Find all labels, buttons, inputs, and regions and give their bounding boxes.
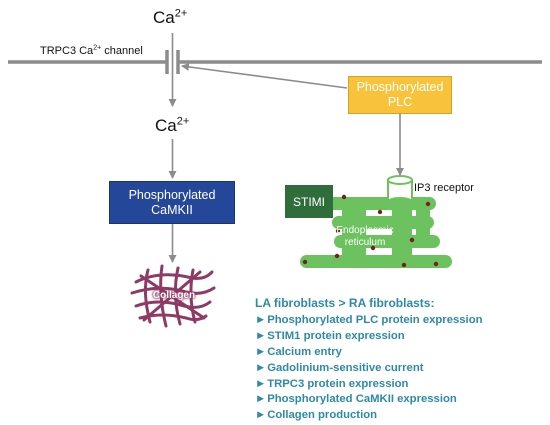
bullet-arrow-icon: ► bbox=[255, 393, 267, 406]
findings-panel: LA fibroblasts > RA fibroblasts: ►Phosph… bbox=[255, 296, 547, 424]
finding-text: TRPC3 protein expression bbox=[267, 377, 409, 390]
bullet-arrow-icon: ► bbox=[255, 377, 267, 390]
er-label-line-2: reticulum bbox=[344, 237, 386, 248]
calcium-intracellular-label: Ca2+ bbox=[155, 116, 189, 136]
phosphorylated-camkii-box: Phosphorylated CaMKII bbox=[109, 181, 235, 224]
camkii-box-text: Phosphorylated CaMKII bbox=[129, 188, 216, 218]
finding-item: ►Collagen production bbox=[255, 408, 547, 424]
finding-item: ►TRPC3 protein expression bbox=[255, 377, 547, 393]
stim1-box: STIMI bbox=[285, 185, 333, 218]
finding-item: ►Phosphorylated PLC protein expression bbox=[255, 313, 547, 329]
channel-label-charge: 2+ bbox=[93, 44, 102, 52]
camkii-line-2: CaMKII bbox=[151, 202, 193, 217]
arrow-plc-to-channel bbox=[181, 62, 348, 89]
finding-text: STIM1 protein expression bbox=[267, 329, 405, 342]
plc-line-1: Phosphorylated bbox=[356, 80, 444, 94]
finding-text: Phosphorylated PLC protein expression bbox=[267, 313, 483, 326]
calcium-charge-text: 2+ bbox=[176, 115, 190, 128]
calcium-extracellular-label: Ca2+ bbox=[153, 8, 187, 28]
findings-list: ►Phosphorylated PLC protein expression ►… bbox=[255, 313, 547, 424]
channel-label-suffix: channel bbox=[101, 45, 143, 57]
calcium-base-text: Ca bbox=[155, 116, 177, 135]
finding-text: Gadolinium-sensitive current bbox=[267, 361, 424, 374]
ip3-receptor-label: IP3 receptor bbox=[414, 182, 474, 194]
finding-text: Calcium entry bbox=[267, 345, 342, 358]
findings-title: LA fibroblasts > RA fibroblasts: bbox=[255, 296, 435, 310]
plc-box-text: Phosphorylated PLC bbox=[357, 80, 444, 110]
finding-text: Phosphorylated CaMKII expression bbox=[267, 393, 457, 406]
finding-item: ►Gadolinium-sensitive current bbox=[255, 361, 547, 377]
endoplasmic-reticulum bbox=[300, 197, 452, 268]
finding-text: Collagen production bbox=[267, 409, 378, 422]
collagen-mesh-icon bbox=[130, 264, 216, 328]
endoplasmic-reticulum-label: Endoplasmic reticulum bbox=[330, 225, 400, 249]
bullet-arrow-icon: ► bbox=[255, 329, 267, 342]
bullet-arrow-icon: ► bbox=[255, 409, 267, 422]
calcium-base-text: Ca bbox=[153, 8, 175, 27]
finding-item: ►Phosphorylated CaMKII expression bbox=[255, 392, 547, 408]
er-label-line-1: Endoplasmic bbox=[336, 225, 394, 236]
ip3-receptor-icon bbox=[387, 175, 413, 205]
camkii-line-1: Phosphorylated bbox=[128, 187, 216, 202]
bullet-arrow-icon: ► bbox=[255, 345, 267, 358]
channel-label-prefix: TRPC3 Ca bbox=[40, 45, 94, 57]
plc-line-2: PLC bbox=[387, 95, 413, 109]
calcium-charge-text: 2+ bbox=[174, 7, 188, 20]
collagen-label: Collagen bbox=[152, 290, 196, 301]
bullet-arrow-icon: ► bbox=[255, 361, 267, 374]
finding-item: ►STIM1 protein expression bbox=[255, 329, 547, 345]
stim1-label: STIMI bbox=[293, 194, 325, 209]
finding-item: ►Calcium entry bbox=[255, 345, 547, 361]
phosphorylated-plc-box: Phosphorylated PLC bbox=[348, 76, 452, 114]
trpc3-channel-label: TRPC3 Ca2+ channel bbox=[40, 44, 143, 57]
bullet-arrow-icon: ► bbox=[255, 313, 267, 326]
